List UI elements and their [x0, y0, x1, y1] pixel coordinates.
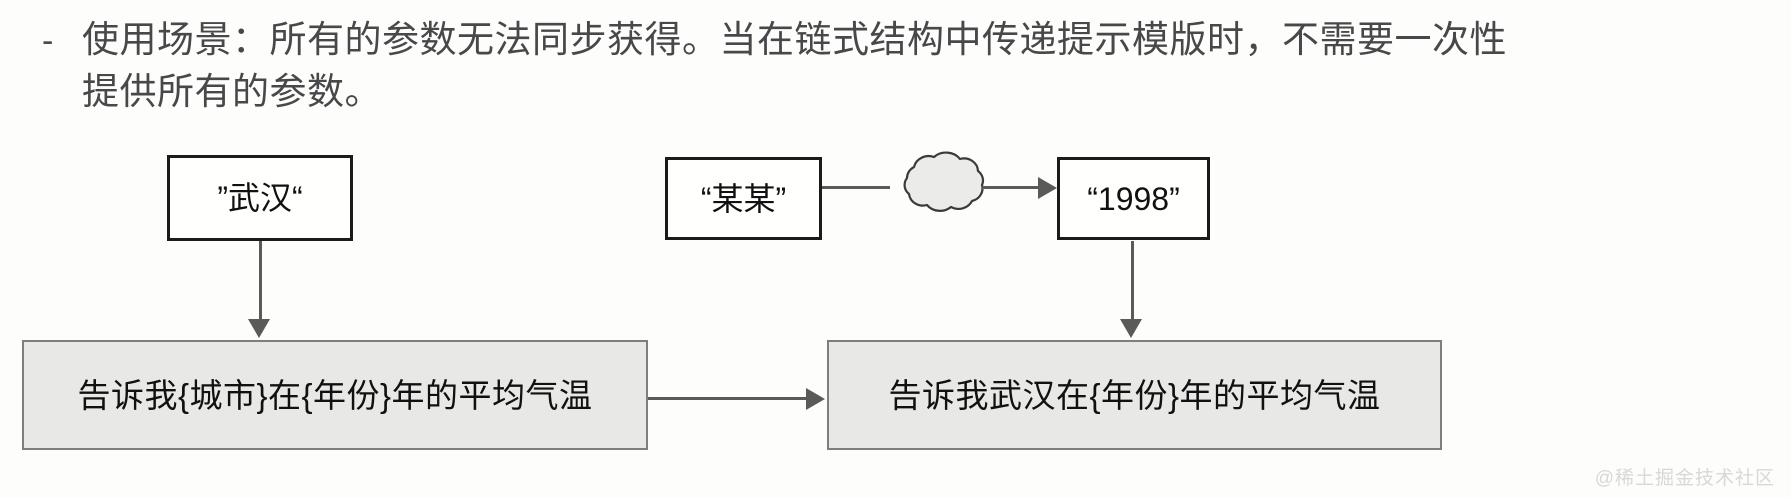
bullet-paragraph: - 使用场景：所有的参数无法同步获得。当在链式结构中传递提示模版时，不需要一次性… — [38, 14, 1538, 118]
connector-placeholder-to-cloud — [822, 186, 890, 189]
connector-cloud-to-year — [982, 186, 1040, 189]
node-city-value-label: ”武汉“ — [217, 180, 303, 216]
node-placeholder-value: “某某” — [665, 157, 822, 240]
node-placeholder-value-label: “某某” — [700, 180, 787, 217]
node-template-full-label: 告诉我{城市}在{年份}年的平均气温 — [77, 376, 593, 414]
node-template-full: 告诉我{城市}在{年份}年的平均气温 — [22, 340, 648, 450]
node-year-value-label: “1998” — [1087, 180, 1180, 217]
node-city-value: ”武汉“ — [167, 155, 353, 241]
cloud-shape — [884, 143, 990, 229]
node-year-value: “1998” — [1057, 157, 1210, 240]
node-template-partial-label: 告诉我武汉在{年份}年的平均气温 — [888, 376, 1381, 414]
connector-year-to-template-partial — [1131, 241, 1134, 321]
bullet-marker: - — [42, 22, 54, 60]
connector-template-full-to-partial — [648, 397, 808, 400]
arrowhead-cloud-to-year — [1038, 177, 1057, 199]
connector-city-to-template-full — [259, 241, 262, 321]
arrowhead-year-to-template-partial — [1120, 319, 1142, 338]
node-template-partial: 告诉我武汉在{年份}年的平均气温 — [827, 340, 1442, 450]
arrowhead-template-full-to-partial — [806, 388, 825, 410]
bullet-text: 使用场景：所有的参数无法同步获得。当在链式结构中传递提示模版时，不需要一次性提供… — [82, 19, 1507, 112]
arrowhead-city-to-template-full — [248, 319, 270, 338]
watermark: @稀土掘金技术社区 — [1594, 468, 1775, 489]
